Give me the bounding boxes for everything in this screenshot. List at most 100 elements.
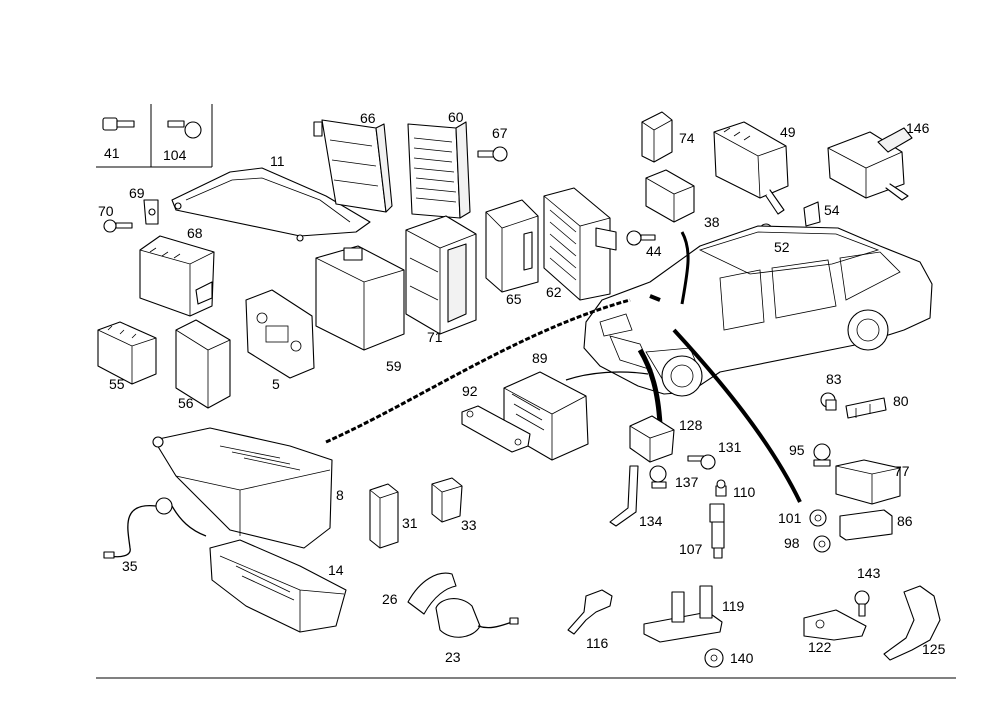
label-92: 92: [462, 383, 478, 399]
part-80-bracket: [845, 397, 887, 419]
label-131: 131: [718, 439, 742, 455]
part-86-cover: [839, 509, 893, 541]
label-101: 101: [778, 510, 802, 526]
label-71: 71: [427, 329, 443, 345]
label-23: 23: [445, 649, 461, 665]
label-54: 54: [824, 202, 840, 218]
part-8-box: [152, 427, 333, 549]
label-95: 95: [789, 442, 805, 458]
part-143-screw: [854, 590, 870, 617]
label-41: 41: [104, 145, 120, 161]
part-59-module: [315, 245, 405, 351]
part-56-module: [175, 319, 231, 409]
label-70: 70: [98, 203, 114, 219]
part-38-bracket: [645, 169, 695, 223]
label-146: 146: [906, 120, 930, 136]
part-104-bolt: [167, 120, 202, 139]
label-62: 62: [546, 284, 562, 300]
label-5: 5: [272, 376, 280, 392]
part-128-sensor: [629, 415, 675, 463]
part-44-screw: [626, 230, 656, 246]
part-137-nut: [649, 465, 667, 489]
label-104: 104: [163, 147, 187, 163]
label-66: 66: [360, 110, 376, 126]
part-125-bracket: [883, 585, 941, 661]
part-101-grommet: [809, 509, 827, 527]
label-128: 128: [679, 417, 703, 433]
part-49-module: [713, 121, 789, 215]
part-92-plate: [461, 405, 531, 453]
label-98: 98: [784, 535, 800, 551]
label-49: 49: [780, 124, 796, 140]
part-55-relay-block: [97, 321, 157, 385]
part-labels: 41 104 11 66 60 67 74 49 146 69 70 68 38…: [98, 109, 946, 666]
label-110: 110: [733, 484, 756, 500]
part-62-control-unit: [543, 187, 617, 301]
part-67-screw: [477, 146, 508, 162]
label-8: 8: [336, 487, 344, 503]
part-95-nut: [813, 443, 831, 467]
leader-lines: [325, 231, 802, 503]
label-134: 134: [639, 513, 663, 529]
label-68: 68: [187, 225, 203, 241]
part-110-clip: [715, 479, 727, 497]
part-14-tray: [209, 539, 347, 633]
label-44: 44: [646, 243, 662, 259]
label-119: 119: [722, 598, 745, 614]
part-146-relay-box: [827, 127, 913, 201]
part-71-control-unit: [405, 215, 477, 335]
label-65: 65: [506, 291, 522, 307]
label-140: 140: [730, 650, 754, 666]
label-33: 33: [461, 517, 477, 533]
part-122-bracket: [803, 609, 867, 641]
part-26-duct: [407, 572, 457, 615]
part-77-cover: [835, 459, 901, 505]
label-26: 26: [382, 591, 398, 607]
part-33-cover: [431, 477, 463, 523]
part-60-control-unit: [407, 121, 471, 219]
label-80: 80: [893, 393, 909, 409]
label-59: 59: [386, 358, 402, 374]
label-143: 143: [857, 565, 881, 581]
label-52: 52: [774, 239, 790, 255]
label-69: 69: [129, 185, 145, 201]
label-86: 86: [897, 513, 913, 529]
part-23-sensor: [435, 598, 519, 638]
part-140-grommet: [704, 648, 724, 668]
label-83: 83: [826, 371, 842, 387]
part-98-grommet: [813, 535, 831, 553]
label-137: 137: [675, 474, 699, 490]
label-35: 35: [122, 558, 138, 574]
part-70-screw: [103, 219, 133, 233]
part-66-control-unit: [313, 119, 393, 213]
label-11: 11: [270, 153, 285, 169]
label-125: 125: [922, 641, 946, 657]
label-89: 89: [532, 350, 548, 366]
key-box: [96, 104, 213, 168]
part-68-module: [139, 235, 215, 317]
part-83-screw: [820, 392, 837, 411]
part-74-relay: [641, 111, 673, 163]
label-116: 116: [586, 635, 609, 651]
part-116-bracket: [567, 589, 613, 635]
part-69-clip: [143, 199, 159, 225]
vehicle-body: [583, 225, 933, 397]
label-67: 67: [492, 125, 508, 141]
label-55: 55: [109, 376, 125, 392]
label-107: 107: [679, 541, 703, 557]
part-54-clip: [803, 201, 821, 227]
part-35-cable: [103, 497, 207, 559]
label-31: 31: [402, 515, 418, 531]
part-107-switch: [709, 503, 725, 559]
part-41-bolt: [102, 117, 135, 131]
label-56: 56: [178, 395, 194, 411]
part-134-bracket: [609, 465, 639, 527]
label-38: 38: [704, 214, 720, 230]
label-60: 60: [448, 109, 464, 125]
label-74: 74: [679, 130, 695, 146]
part-119-bracket: [643, 585, 723, 643]
label-14: 14: [328, 562, 344, 578]
part-65-module: [485, 199, 539, 293]
